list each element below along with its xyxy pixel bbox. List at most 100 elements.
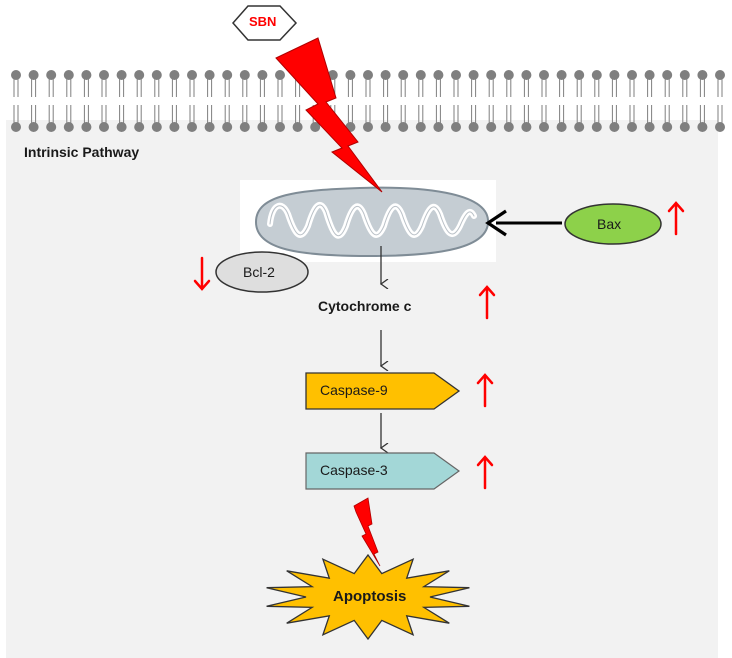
phospholipid-head — [134, 70, 145, 80]
phospholipid-head — [556, 122, 567, 132]
phospholipid-head — [204, 122, 215, 132]
phospholipid-head — [151, 122, 162, 132]
phospholipid-head — [292, 122, 303, 132]
phospholipid-head — [521, 122, 532, 132]
phospholipid-head — [187, 122, 197, 132]
phospholipid-head — [169, 122, 180, 132]
phospholipid-head — [697, 122, 708, 132]
phospholipid-head — [380, 122, 391, 132]
phospholipid-head — [679, 70, 690, 80]
mitochondrion-cristae-outline — [269, 204, 475, 237]
phospholipid-head — [239, 70, 250, 80]
casp3-up-arrow — [476, 455, 494, 490]
bcl2-node — [215, 251, 309, 293]
phospholipid-head — [609, 70, 620, 80]
phospholipid-head — [486, 70, 497, 80]
phospholipid-head — [99, 70, 109, 80]
phospholipid-head — [169, 70, 180, 80]
caspase3-node — [305, 452, 461, 490]
phospholipid-head — [433, 122, 444, 132]
phospholipid-head — [11, 70, 21, 80]
phospholipid-head — [591, 122, 602, 132]
phospholipid-head — [134, 122, 145, 132]
phospholipid-head — [151, 70, 162, 80]
apoptosis-label: Apoptosis — [333, 588, 407, 605]
lightning-bolt-icon — [275, 37, 383, 193]
casp9-up-arrow — [476, 373, 494, 408]
phospholipid-head — [644, 70, 655, 80]
phospholipid-head — [662, 122, 673, 132]
phospholipid-head — [451, 122, 461, 132]
phospholipid-head — [28, 70, 39, 80]
phospholipid-head — [222, 122, 233, 132]
phospholipid-head — [574, 70, 585, 80]
bax-label: Bax — [597, 216, 622, 232]
phospholipid-head — [609, 122, 620, 132]
phospholipid-head — [380, 70, 391, 80]
caspase3-label: Caspase-3 — [320, 462, 388, 478]
pathway-title: Intrinsic Pathway — [24, 144, 140, 160]
phospholipid-head — [46, 70, 57, 80]
phospholipid-head — [363, 70, 373, 80]
phospholipid-head — [222, 70, 233, 80]
phospholipid-head — [204, 70, 215, 80]
phospholipid-head — [63, 122, 74, 132]
phospholipid-head — [679, 122, 690, 132]
phospholipid-head — [503, 70, 514, 80]
phospholipid-head — [539, 122, 549, 132]
phospholipid-head — [398, 122, 409, 132]
phospholipid-head — [451, 70, 461, 80]
phospholipid-head — [275, 122, 285, 132]
small-lightning-icon — [353, 497, 381, 567]
phospholipid-head — [345, 70, 356, 80]
mitochondrion-icon — [254, 186, 490, 258]
drug-label: SBN — [249, 14, 277, 29]
bax-up-arrow — [667, 201, 685, 236]
phospholipid-head — [275, 70, 285, 80]
drug-sbn-node — [231, 5, 298, 41]
phospholipid-head — [239, 122, 250, 132]
phospholipid-head — [556, 70, 567, 80]
phospholipid-head — [433, 70, 444, 80]
phospholipid-head — [468, 122, 479, 132]
phospholipid-head — [627, 122, 637, 132]
bcl2-down-arrow — [193, 256, 211, 291]
caspase9-label: Caspase-9 — [320, 382, 388, 398]
phospholipid-head — [187, 70, 197, 80]
phospholipid-head — [644, 122, 655, 132]
phospholipid-head — [116, 70, 127, 80]
phospholipid-head — [521, 70, 532, 80]
phospholipid-head — [468, 70, 479, 80]
phospholipid-head — [81, 122, 92, 132]
phospholipid-head — [591, 70, 602, 80]
phospholipid-head — [11, 122, 21, 132]
phospholipid-head — [539, 70, 549, 80]
phospholipid-head — [63, 70, 74, 80]
phospholipid-head — [715, 70, 725, 80]
phospholipid-head — [415, 70, 426, 80]
phospholipid-head — [81, 70, 92, 80]
phospholipid-head — [697, 70, 708, 80]
phospholipid-head — [486, 122, 497, 132]
caspase9-node — [305, 372, 461, 410]
phospholipid-head — [662, 70, 673, 80]
bax-node — [564, 203, 662, 245]
cytc-up-arrow — [478, 285, 496, 320]
phospholipid-head — [415, 122, 426, 132]
phospholipid-head — [627, 70, 637, 80]
starburst-icon — [266, 553, 470, 641]
cytochrome-label: Cytochrome c — [318, 298, 412, 314]
mitochondrion — [240, 180, 496, 262]
phospholipid-head — [398, 70, 409, 80]
phospholipid-head — [574, 122, 585, 132]
phospholipid-head — [99, 122, 109, 132]
bcl2-label: Bcl-2 — [243, 264, 275, 280]
phospholipid-head — [310, 122, 321, 132]
hexagon-drug-icon — [231, 5, 298, 41]
phospholipid-head — [257, 70, 268, 80]
phospholipid-head — [116, 122, 127, 132]
phospholipid-head — [503, 122, 514, 132]
phospholipid-head — [28, 122, 39, 132]
